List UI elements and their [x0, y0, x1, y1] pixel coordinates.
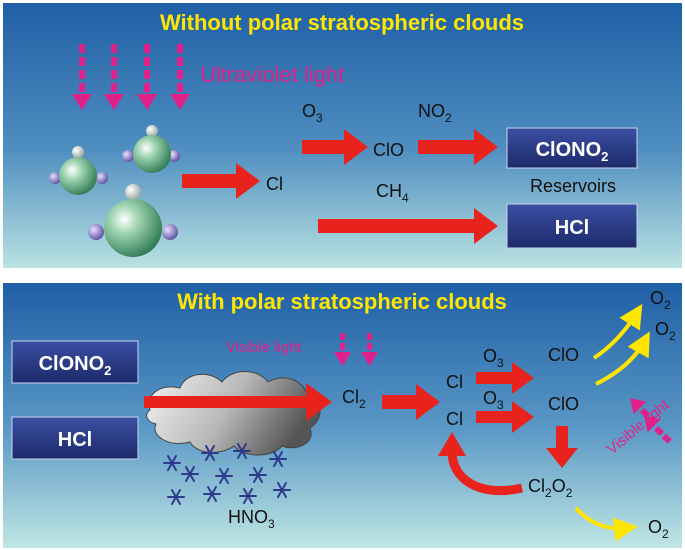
molecule-large — [88, 184, 178, 257]
visible-arrow-2-icon — [361, 333, 378, 366]
arrow-cl-to-clo-upper — [476, 362, 534, 394]
ultraviolet-arrows — [72, 44, 190, 110]
cl-upper-label: Cl — [446, 372, 463, 392]
snowflake-8-icon — [167, 489, 185, 505]
snowflake-4-icon — [269, 451, 287, 467]
top-cl-label: Cl — [266, 174, 283, 194]
hno3-label: HNO3 — [228, 507, 275, 531]
uv-arrow-4-icon — [170, 44, 190, 110]
top-hcl-label: HCl — [555, 217, 589, 239]
snowflake-2-icon — [201, 445, 219, 461]
arrow-clo-to-o2-a — [592, 303, 643, 360]
visible-light-diagonal-arrows — [630, 398, 672, 444]
cl2-label: Cl2 — [342, 387, 366, 411]
top-o3-label: O3 — [302, 101, 323, 125]
visible-light-arrows — [334, 333, 378, 366]
uv-arrow-2-icon — [104, 44, 124, 110]
snowflakes-icon — [163, 443, 291, 505]
arrow-clo-to-clono2 — [418, 129, 498, 165]
reservoirs-label: Reservoirs — [530, 176, 616, 196]
stratospheric-cloud-icon — [146, 371, 321, 456]
arrow-cl2o2-to-cl-head — [438, 432, 466, 456]
uv-arrow-1-icon — [72, 44, 92, 110]
clo-lower-label: ClO — [548, 394, 579, 414]
panel-bottom-title: With polar stratospheric clouds — [177, 289, 507, 314]
visible-light-label: Visible light — [226, 339, 302, 356]
bottom-clono2-box: ClONO2 — [11, 340, 139, 384]
snowflake-1-icon — [163, 455, 181, 471]
arrow-cl-to-hcl — [318, 208, 498, 244]
top-clo-label: ClO — [373, 140, 404, 160]
bottom-clono2-label: ClONO2 — [39, 353, 112, 378]
cl2o2-label: Cl2O2 — [528, 476, 573, 500]
cl-lower-label: Cl — [446, 409, 463, 429]
arrow-cl2-to-cl — [382, 384, 440, 420]
clo-upper-label: ClO — [548, 345, 579, 365]
arrow-reservoirs-to-cl2 — [144, 383, 332, 421]
snowflake-5-icon — [181, 466, 199, 482]
o3-lower-label: O3 — [483, 388, 504, 412]
snowflake-10-icon — [239, 488, 257, 504]
o2-lower-label: O2 — [648, 517, 669, 541]
arrow-cl2o2-to-o2 — [574, 506, 638, 542]
bottom-hcl-box: HCl — [11, 416, 139, 460]
ultraviolet-light-label: Ultraviolet light — [200, 62, 344, 87]
arrow-molecule-to-cl — [182, 163, 260, 199]
snowflake-3-icon — [233, 443, 251, 459]
visible-arrow-1-icon — [334, 333, 351, 366]
panel-top-title: Without polar stratospheric clouds — [160, 10, 524, 35]
arrow-cl-to-clo-lower — [476, 401, 534, 433]
o3-upper-label: O3 — [483, 346, 504, 370]
arrow-clo-to-o2-b — [595, 331, 650, 386]
molecule-small-left — [49, 146, 108, 195]
o2-upper-label: O2 — [650, 288, 671, 312]
top-hcl-box: HCl — [506, 203, 638, 249]
snowflake-6-icon — [215, 468, 233, 484]
uv-arrow-3-icon — [137, 44, 157, 110]
cfc-molecule-icon — [49, 125, 180, 257]
o2-middle-label: O2 — [655, 319, 676, 343]
arrow-cl2o2-to-cl — [447, 451, 523, 496]
arrow-cl-to-clo — [302, 129, 368, 165]
top-clono2-label: ClONO2 — [536, 139, 609, 164]
panel-bottom-background — [3, 283, 682, 548]
top-ch4-label: CH4 — [376, 181, 409, 205]
visible-diag-arrow-2-icon — [644, 416, 672, 444]
snowflake-9-icon — [203, 486, 221, 502]
molecule-small-right — [122, 125, 180, 173]
top-clono2-box: ClONO2 — [506, 127, 638, 169]
bottom-hcl-label: HCl — [58, 429, 92, 451]
top-no2-label: NO2 — [418, 101, 452, 125]
snowflake-11-icon — [273, 482, 291, 498]
arrow-clo-to-cl2o2 — [546, 426, 578, 468]
snowflake-7-icon — [249, 467, 267, 483]
